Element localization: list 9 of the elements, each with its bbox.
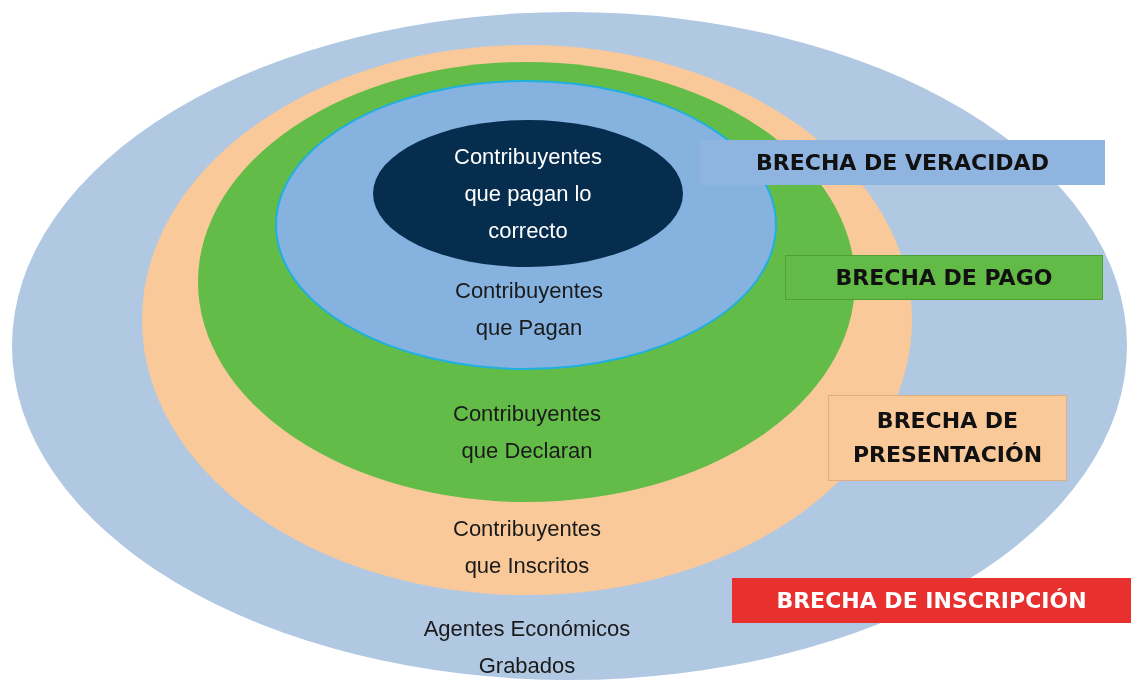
band-label: Agentes Económicos Grabados	[422, 615, 632, 680]
gap-label: BRECHA DE VERACIDAD	[755, 148, 1050, 177]
band-label: Contribuyentes que Inscritos	[452, 515, 602, 580]
gap-label: BRECHA DE PAGO	[834, 263, 1054, 292]
band-label: Contribuyentes que pagan lo correcto	[453, 143, 603, 245]
gap-label: BRECHA DE PRESENTACIÓN	[851, 407, 1044, 469]
band-label: Contribuyentes que Declaran	[452, 400, 602, 465]
gap-label: BRECHA DE INSCRIPCIÓN	[775, 586, 1088, 615]
band-label: Contribuyentes que Pagan	[454, 277, 604, 342]
